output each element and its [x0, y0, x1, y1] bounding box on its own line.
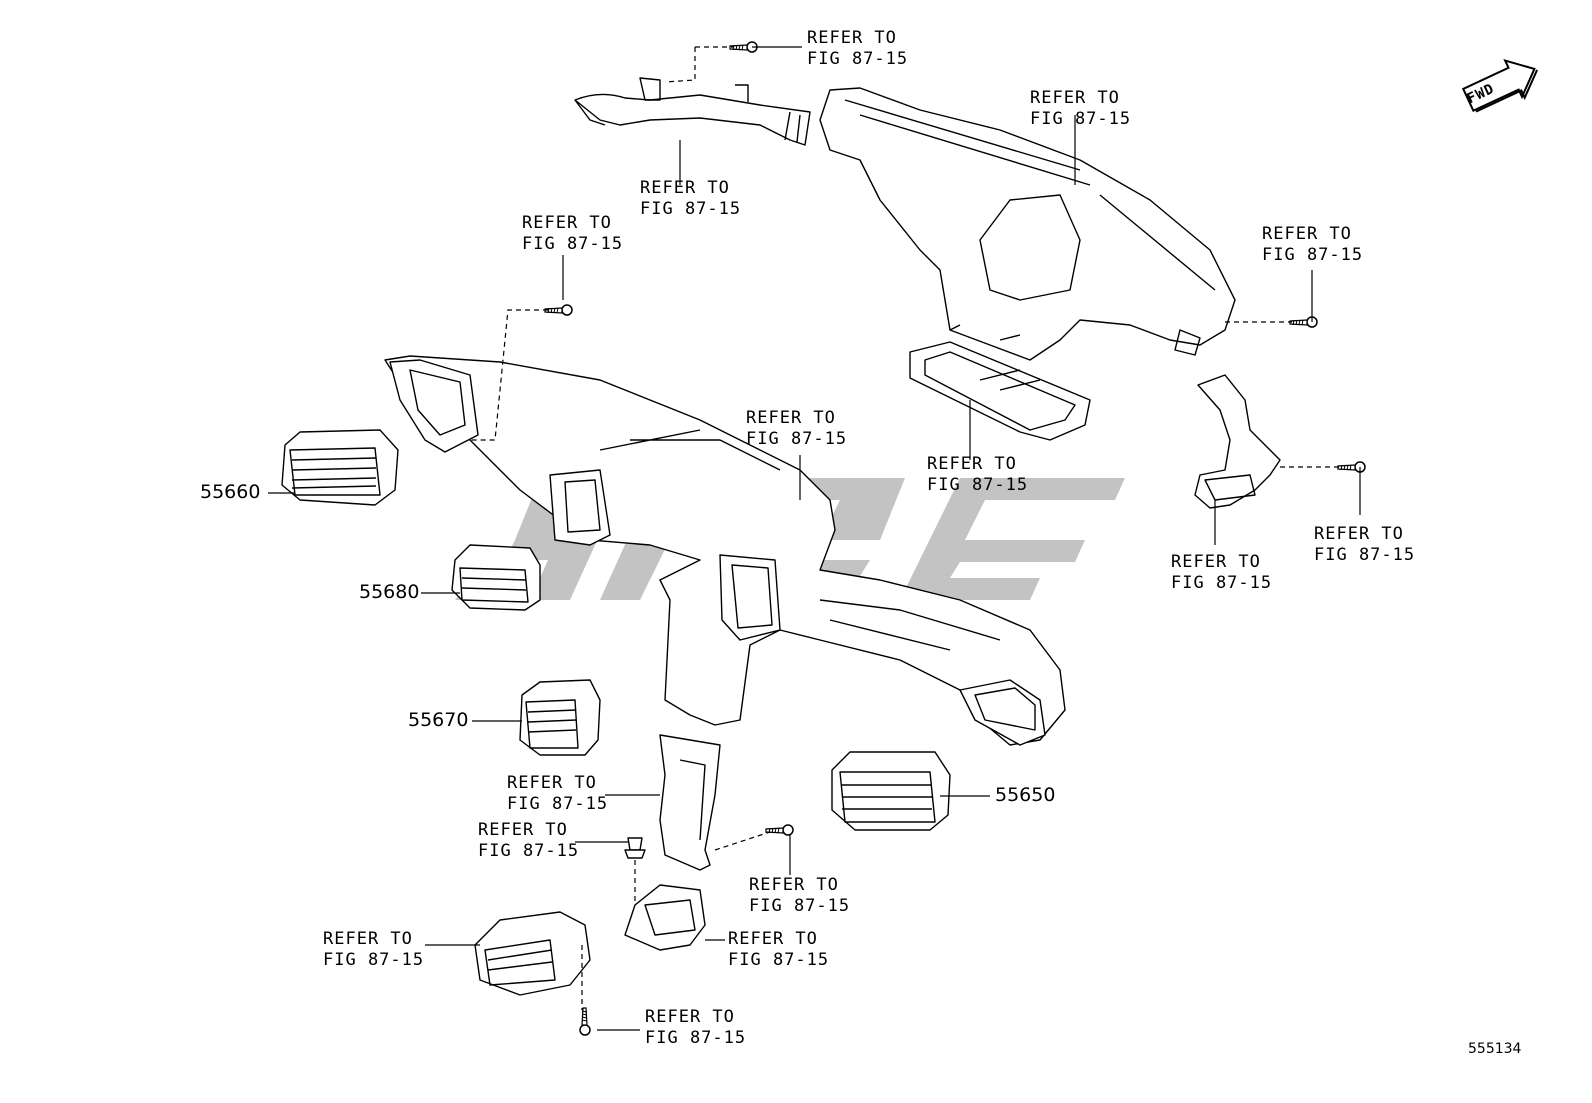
- center-bezel-part: [909, 341, 1091, 441]
- vent-55650: [831, 751, 951, 831]
- part-number-55660[interactable]: 55660: [200, 481, 261, 503]
- part-number-55680[interactable]: 55680: [359, 581, 420, 603]
- lower-vertical-duct: [659, 734, 721, 871]
- dashed-lines: [470, 46, 1340, 1010]
- leader-lines: [268, 46, 1361, 1031]
- upper-center-duct: [819, 87, 1236, 361]
- fwd-arrow-icon: [1461, 58, 1539, 113]
- vent-55680: [451, 544, 541, 611]
- lower-vent-part: [474, 911, 591, 996]
- part-number-55650[interactable]: 55650: [995, 784, 1056, 806]
- vent-55660: [281, 429, 399, 506]
- lower-bracket-part: [624, 884, 706, 951]
- clip-fastener: [624, 837, 646, 859]
- part-number-55670[interactable]: 55670: [408, 709, 469, 731]
- vent-55670: [519, 679, 601, 756]
- upper-duct-part: [574, 77, 811, 146]
- main-lower-duct: [384, 355, 1066, 746]
- right-side-duct: [1194, 374, 1281, 509]
- diagram-id-number: 555134: [1468, 1041, 1522, 1057]
